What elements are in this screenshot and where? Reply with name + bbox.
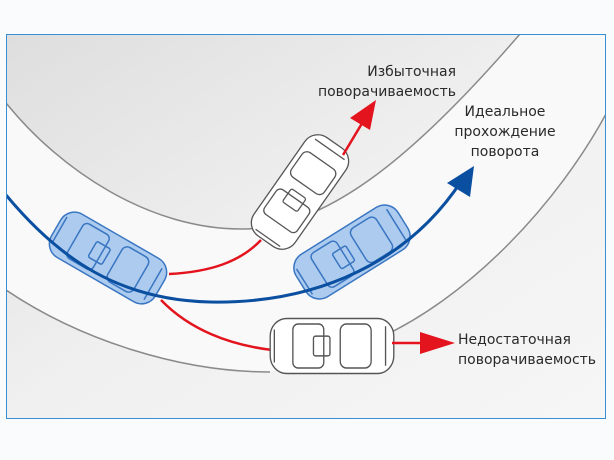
ideal-label: Идеальное прохождение поворота — [440, 102, 570, 162]
understeer-path — [160, 299, 273, 352]
car-understeer-white — [269, 317, 395, 375]
oversteer-arrow — [341, 119, 366, 156]
oversteer-label: Избыточная поворачиваемость — [300, 62, 456, 102]
ideal-arrowhead-icon — [447, 166, 474, 197]
ideal-path — [7, 179, 464, 304]
ideal-label-line2: прохождение — [454, 124, 556, 140]
oversteer-label-line1: Избыточная — [367, 64, 456, 80]
understeer-label-line2: поворачиваемость — [458, 352, 597, 368]
oversteer-arrowhead-icon — [350, 100, 376, 130]
oversteer-path — [168, 239, 262, 276]
ideal-label-line1: Идеальное — [464, 104, 546, 120]
road-edge-inner — [7, 35, 521, 230]
road-edge-outer-right — [369, 114, 605, 343]
understeer-arrowhead-icon — [420, 332, 455, 354]
ideal-label-line3: поворота — [470, 144, 540, 160]
diagram-frame — [6, 34, 606, 419]
understeer-label-line1: Недостаточная — [458, 332, 571, 348]
road-edge-outer-left — [7, 289, 271, 373]
understeer-label: Недостаточная поворачиваемость — [458, 330, 596, 370]
oversteer-label-line2: поворачиваемость — [317, 84, 456, 100]
